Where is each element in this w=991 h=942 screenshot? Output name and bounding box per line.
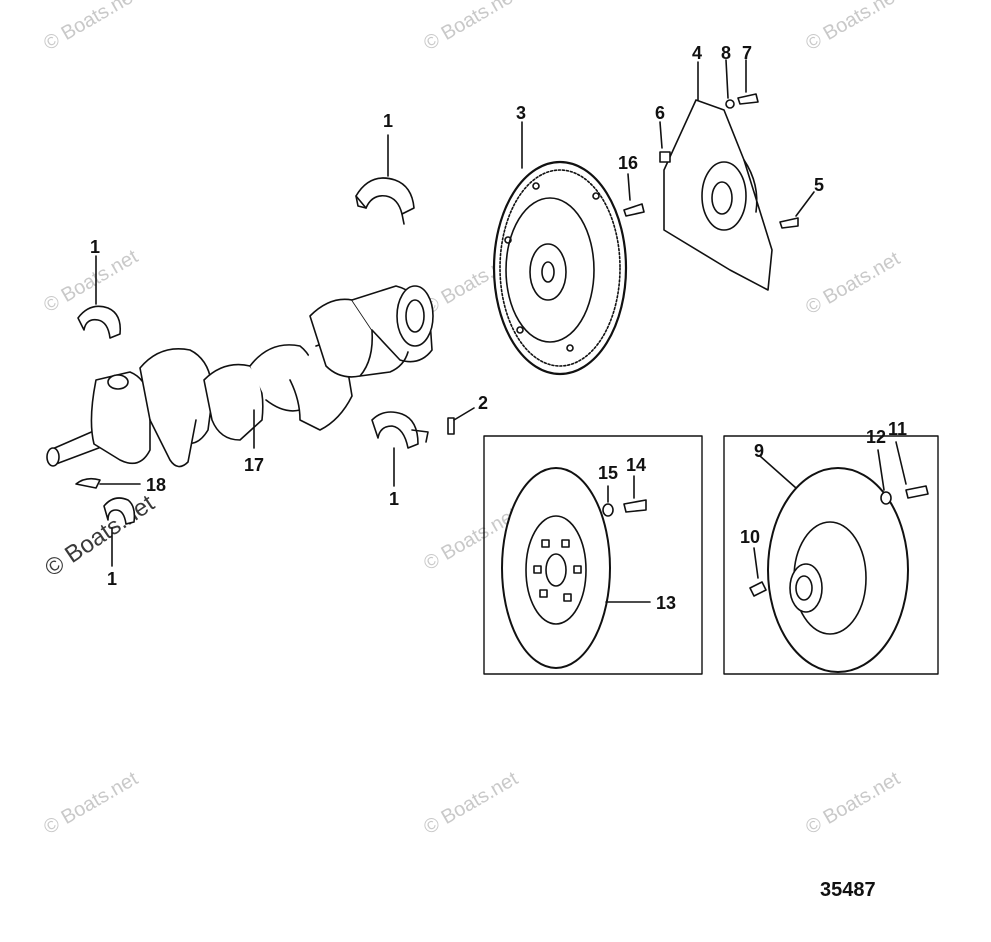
main-bearing-lower-drawing [77,255,122,339]
rear-bearing-drawing [75,477,141,567]
callout-11: 11 [888,419,908,439]
thrust-bearing-drawing [371,411,429,487]
drive-damper-drawing [501,467,651,669]
flywheel-housing-drawing [623,59,815,291]
callout-16: 16 [618,153,639,173]
callout-12: 12 [866,427,887,447]
callout-10: 10 [740,527,761,547]
callout-13: 13 [656,593,677,613]
callout-1-bottom: 1 [107,569,118,589]
callout-1-left: 1 [90,237,101,257]
callout-4: 4 [692,43,703,63]
callout-5: 5 [814,175,825,195]
callout-18: 18 [146,475,167,495]
callout-2: 2 [478,393,489,413]
coupler-drawing [749,441,929,673]
callout-3: 3 [516,103,527,123]
key-drawing [447,407,475,435]
figure-number: 35487 [820,879,876,901]
crankshaft-drawing [46,285,434,468]
callout-6: 6 [655,103,666,123]
callout-15: 15 [598,463,619,483]
main-bearing-upper-drawing [355,134,415,225]
callout-1-top: 1 [383,111,394,131]
callout-17: 17 [244,455,265,475]
callout-8: 8 [721,43,732,63]
callout-9: 9 [754,441,765,461]
flywheel-drawing [492,121,628,376]
callout-7: 7 [742,43,753,63]
callout-1-middle: 1 [389,489,400,509]
callout-14: 14 [626,455,647,475]
